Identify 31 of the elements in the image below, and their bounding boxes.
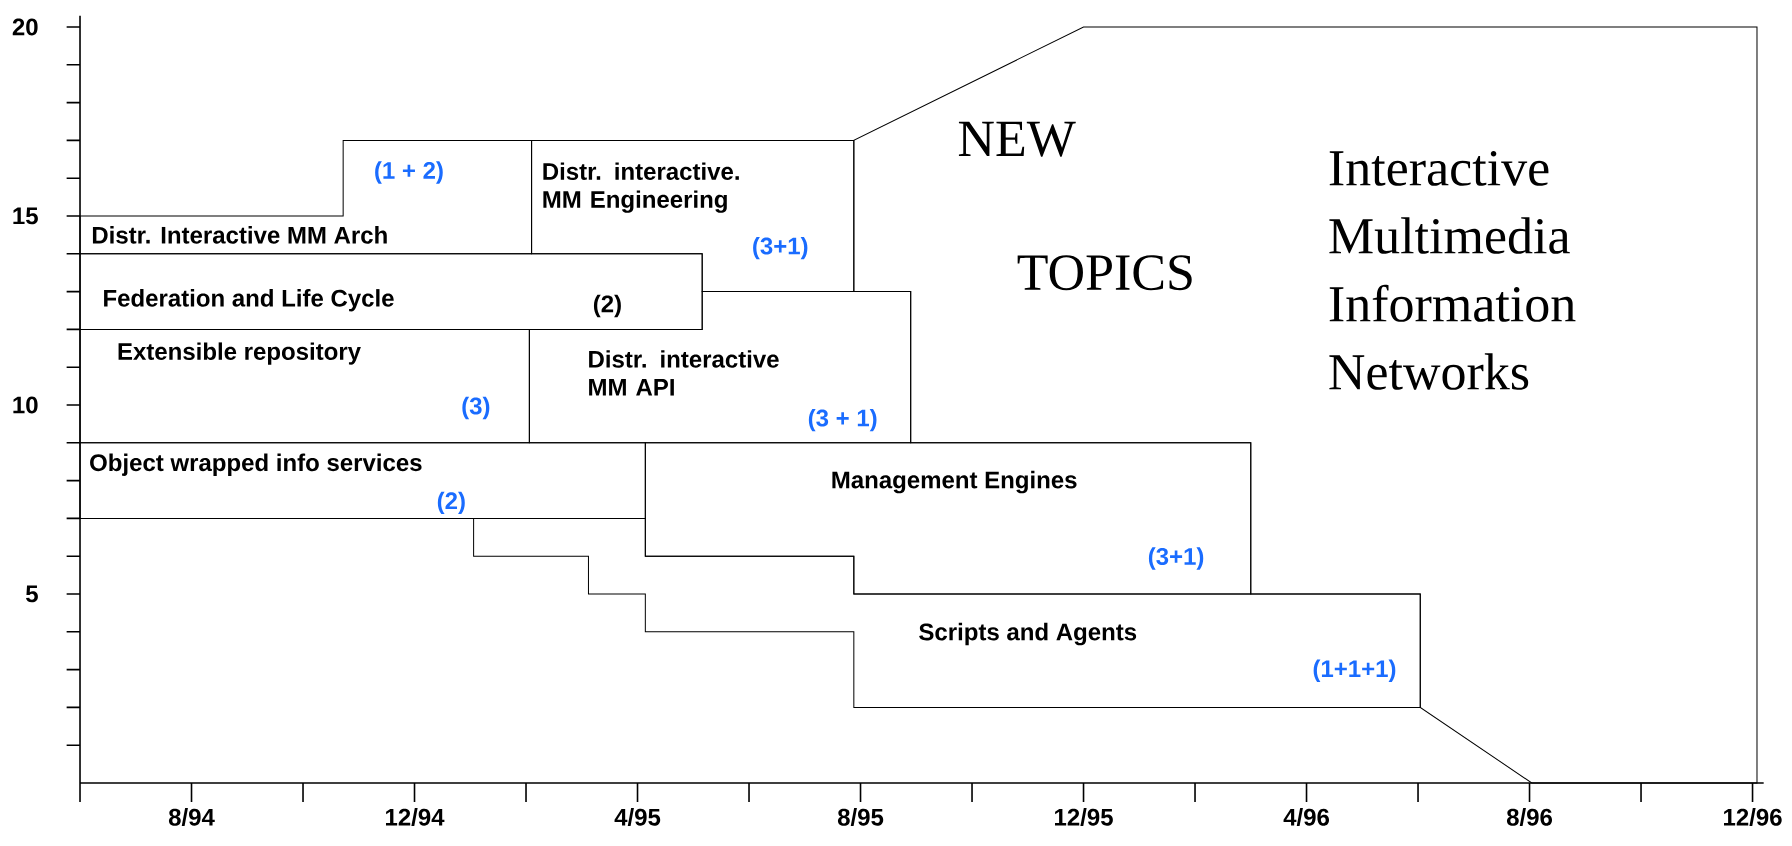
area-title: TOPICS xyxy=(1017,255,1192,291)
area-title: Scripts and Agents xyxy=(919,622,1137,646)
area-title: Interactive Multimedia Information Networks xyxy=(1329,150,1576,390)
team-count: (3 + 1) xyxy=(808,408,877,432)
axis-label: 20 xyxy=(12,18,38,36)
axis-label: 15 xyxy=(13,207,38,225)
axis-label: 5 xyxy=(26,585,38,603)
area-title: Distr. Interactive MM Arch xyxy=(92,226,387,244)
team-count: (2) xyxy=(593,294,621,318)
axis-label: 8/95 xyxy=(837,808,884,826)
axis-label: 12/96 xyxy=(1724,808,1782,826)
axis-label: 12/95 xyxy=(1055,808,1113,826)
axis-label: 8/94 xyxy=(168,808,215,826)
area-title: NEW xyxy=(958,121,1076,157)
axis-label: 4/96 xyxy=(1283,808,1329,826)
area-title: Distr. interactive MM API xyxy=(589,350,779,396)
team-count: (1 + 2) xyxy=(375,161,443,184)
axis-label: 12/94 xyxy=(386,808,445,826)
axis-label: 10 xyxy=(13,396,38,414)
area-title: Management Engines xyxy=(832,470,1077,494)
area-title: Federation and Life Cycle xyxy=(104,289,394,312)
axis-label: 8/96 xyxy=(1506,808,1552,826)
area-title: Distr. interactive. MM Engineering xyxy=(543,162,739,213)
team-count: (3+1) xyxy=(1148,547,1204,570)
area-title: Object wrapped info services xyxy=(90,453,422,476)
team-count: (2) xyxy=(437,491,465,515)
team-count: (3) xyxy=(462,396,490,420)
axis-label: 4/95 xyxy=(614,808,661,826)
team-count: (3+1) xyxy=(753,236,808,260)
area-title: Extensible repository xyxy=(118,342,361,365)
team-count: (1+1+1) xyxy=(1313,659,1396,682)
